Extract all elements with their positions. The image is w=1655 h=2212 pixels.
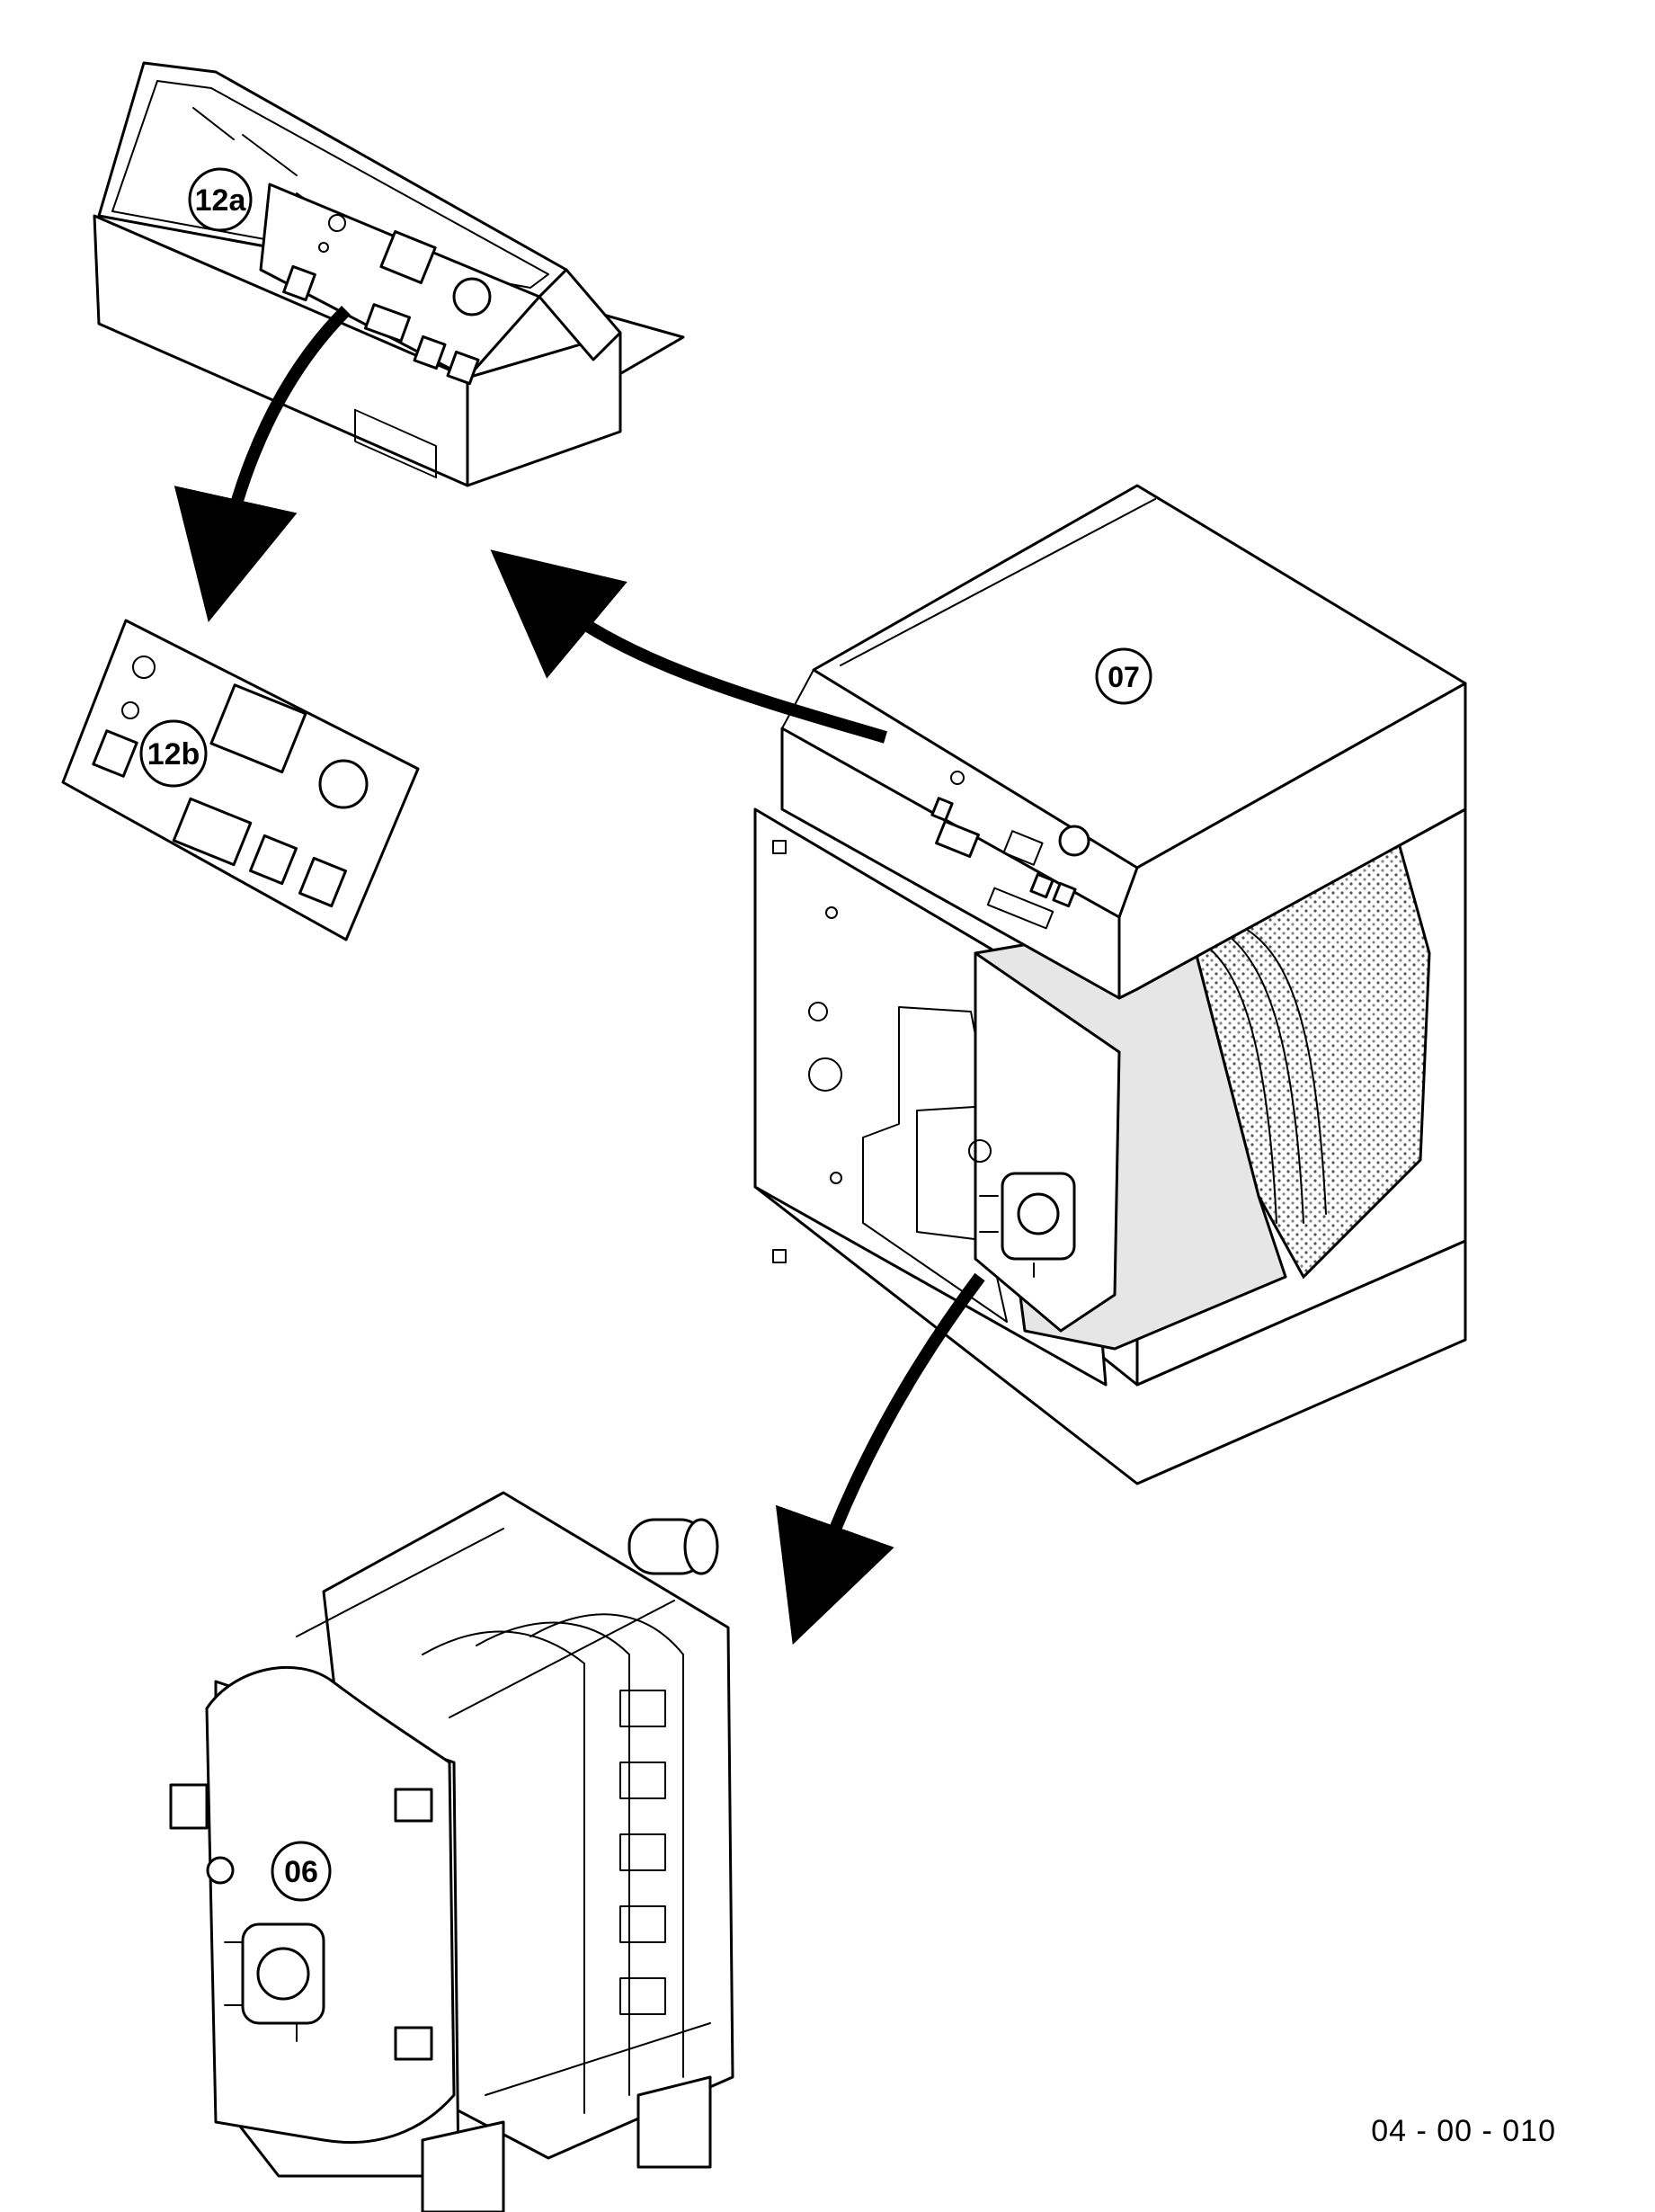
- callout-07: 07: [1095, 647, 1152, 705]
- callout-06-label: 06: [284, 1855, 318, 1889]
- control-panel-assembly: 12a: [93, 61, 685, 487]
- callout-12a: 12a: [188, 167, 253, 232]
- arrow-12a-to-12b: [174, 306, 351, 622]
- callout-12a-label: 12a: [195, 183, 247, 218]
- callout-07-label: 07: [1108, 661, 1140, 693]
- heat-exchanger-body: 06: [169, 1491, 734, 2212]
- control-panel-plate: 12b: [61, 619, 420, 941]
- arrow-07-to-12a: [490, 549, 887, 744]
- boiler-casing-assembly: 07: [753, 484, 1467, 1485]
- callout-12b: 12b: [139, 719, 208, 788]
- arrow-07-to-06: [775, 1272, 985, 1646]
- callout-06: 06: [271, 1841, 332, 1902]
- drawing-code: 04 - 00 - 010: [1371, 2114, 1556, 2148]
- callout-12b-label: 12b: [147, 737, 200, 772]
- outlet-pipe: [627, 1518, 719, 1575]
